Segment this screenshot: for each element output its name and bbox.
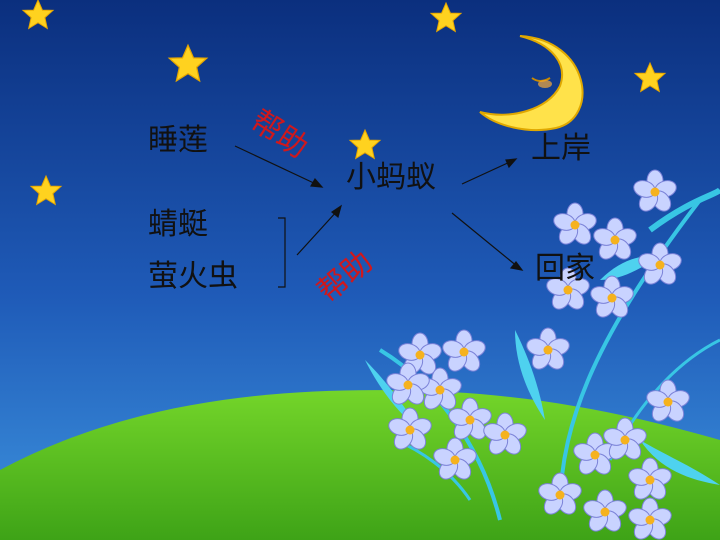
relation-arrows <box>234 145 524 288</box>
node-home: 回家 <box>535 251 595 286</box>
node-ashore: 上岸 <box>531 131 591 166</box>
node-lotus: 睡莲 <box>148 123 208 158</box>
node-ant: 小蚂蚁 <box>346 160 436 195</box>
node-firefly: 萤火虫 <box>148 259 238 294</box>
node-dragonfly: 蜻蜓 <box>148 207 208 242</box>
crescent-moon-icon <box>479 35 584 131</box>
grass-hill <box>0 390 720 540</box>
